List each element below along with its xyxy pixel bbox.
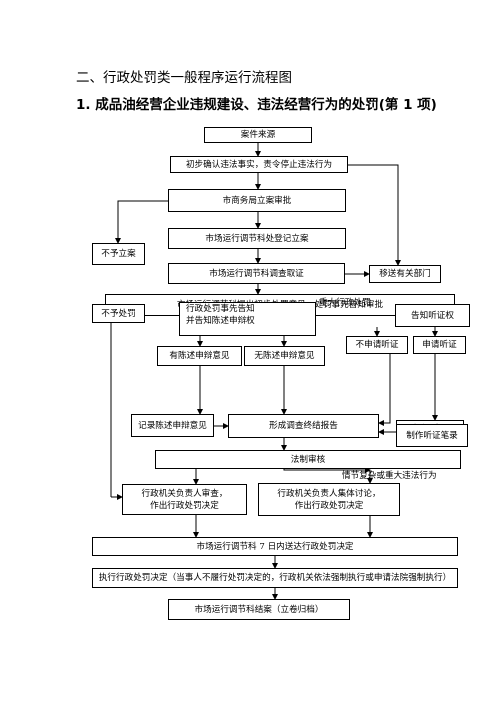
flowchart-subtitle: 1. 成品油经营企业违规建设、违法经营行为的处罚(第 1 项) (76, 97, 437, 113)
head-review-line2: 作出行政处罚决定 (150, 500, 219, 511)
arrow-confirm-to-transfer (348, 164, 401, 266)
node-has-defense: 有陈述申辩意见 (157, 346, 242, 366)
node-collective: 行政机关负责人集体讨论， 作出行政处罚决定 (258, 483, 400, 516)
node-apply-hearing: 申请听证 (413, 336, 466, 354)
node-no-hearing: 不申请听证 (346, 336, 408, 354)
node-notify: 行政处罚事先告知 并告知陈述申辩权 (179, 302, 316, 336)
node-transfer: 移送有关部门 (369, 265, 441, 283)
node-record-defense: 记录陈述申辩意见 (131, 414, 214, 437)
node-hearing-notes: 制作听证笔录 (396, 424, 468, 447)
node-case-source: 案件来源 (204, 127, 312, 143)
notify-line2: 并告知陈述申辩权 (186, 316, 255, 326)
notify-line1: 行政处罚事先告知 (186, 304, 255, 314)
node-initial-confirm: 初步确认违法事实，责令停止违法行为 (170, 156, 348, 173)
node-head-review: 行政机关负责人审查， 作出行政处罚决定 (122, 484, 247, 515)
node-no-defense: 无陈述申辩意见 (244, 346, 325, 366)
node-legal-review: 法制审核 (155, 450, 461, 469)
arrow-no-hearing-to-report (378, 354, 391, 426)
node-final-report: 形成调查终结报告 (228, 414, 379, 438)
node-register: 市场运行调节科处登记立案 (168, 228, 346, 249)
section-title: 二、行政处罚类一般程序运行流程图 (76, 70, 292, 86)
node-bureau-approve: 市商务局立案审批 (168, 189, 346, 212)
node-deliver: 市场运行调节科 7 日内送达行政处罚决定 (92, 537, 458, 556)
head-review-line1: 行政机关负责人审查， (141, 488, 228, 499)
arrow-legal-to-collective (283, 467, 371, 473)
label-complex-case: 情节复杂或重大违法行为 (342, 471, 437, 481)
arrow-approve-to-not-file (115, 200, 168, 244)
node-not-file: 不予立案 (92, 243, 145, 265)
collective-line2: 作出行政处罚决定 (294, 500, 364, 511)
node-execute: 执行行政处罚决定（当事人不履行处罚决定的，行政机关依法强制执行或申请法院强制执行… (92, 568, 458, 588)
node-hearing-right: 告知听证权 (395, 304, 470, 327)
node-investigate: 市场运行调节科调查取证 (168, 263, 345, 284)
collective-line1: 行政机关负责人集体讨论， (277, 488, 381, 499)
label-major-violation: 重大行政处罚 (319, 298, 371, 308)
node-close-case: 市场运行调节科结案（立卷归档） (168, 599, 350, 620)
node-no-penalty: 不予处罚 (92, 304, 145, 323)
